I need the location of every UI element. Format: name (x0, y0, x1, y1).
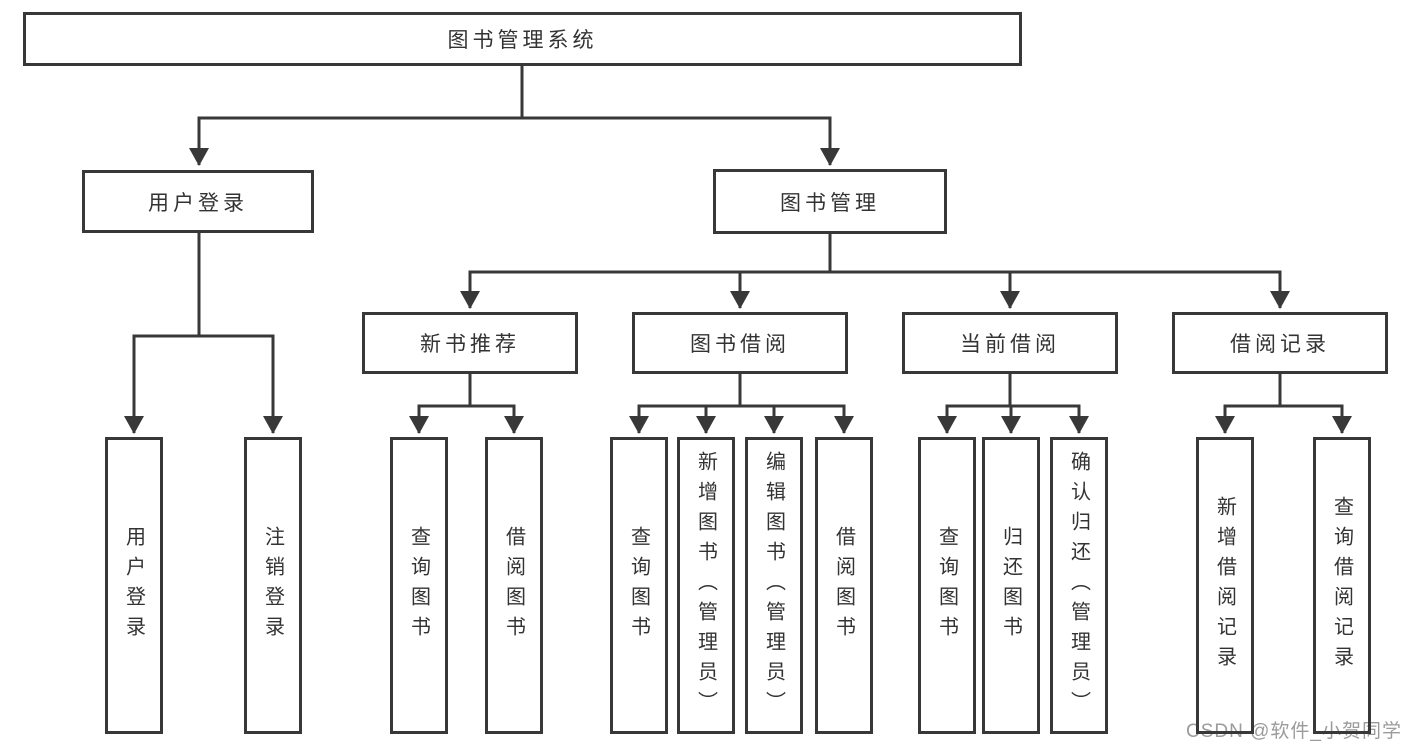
node-label: 当前借阅 (960, 333, 1060, 356)
leaf-label: 归还图书 (999, 525, 1022, 646)
node-label: 图书借阅 (690, 333, 790, 356)
node-current-borrowing: 当前借阅 (902, 312, 1118, 374)
csdn-watermark: CSDN @软件_小贺同学 (1186, 721, 1402, 742)
leaf-label: 查询图书 (407, 525, 430, 646)
leaf-label: 借阅图书 (832, 525, 855, 646)
node-label: 图书管理系统 (447, 29, 598, 52)
leaf-user-login: 用户登录 (105, 437, 163, 734)
leaf-logout: 注销登录 (244, 437, 302, 734)
node-book-borrowing: 图书借阅 (632, 312, 848, 374)
leaf-label: 确认归还（管理员） (1067, 450, 1090, 721)
leaf-edit-book-admin: 编辑图书（管理员） (745, 437, 803, 734)
node-label: 用户登录 (148, 191, 248, 215)
leaf-label: 查询借阅记录 (1330, 495, 1353, 676)
node-borrowing-records: 借阅记录 (1172, 312, 1388, 374)
node-new-book-recommendation: 新书推荐 (362, 312, 578, 374)
leaf-label: 用户登录 (122, 525, 145, 646)
arrow-lines (124, 118, 1352, 434)
node-label: 借阅记录 (1230, 333, 1330, 356)
leaf-search-books-recommend: 查询图书 (390, 437, 448, 734)
node-book-management: 图书管理 (713, 169, 947, 234)
leaf-return-books: 归还图书 (982, 437, 1040, 734)
node-library-management-system: 图书管理系统 (23, 12, 1022, 66)
leaf-label: 查询图书 (627, 525, 650, 646)
node-user-login: 用户登录 (82, 170, 314, 233)
leaf-add-book-admin: 新增图书（管理员） (677, 437, 735, 734)
trunk-lines (132, 64, 1344, 408)
leaf-borrow-books-recommend: 借阅图书 (485, 437, 543, 734)
leaf-label: 注销登录 (261, 525, 284, 646)
leaf-label: 新增图书（管理员） (694, 450, 717, 721)
leaf-search-books-borrowing: 查询图书 (610, 437, 668, 734)
node-label: 新书推荐 (420, 333, 520, 356)
node-label: 图书管理 (780, 191, 880, 215)
leaf-add-borrow-record: 新增借阅记录 (1196, 437, 1254, 734)
leaf-label: 查询图书 (935, 525, 958, 646)
leaf-label: 编辑图书（管理员） (762, 450, 785, 721)
leaf-borrow-books-borrowing: 借阅图书 (815, 437, 873, 734)
leaf-search-books-current: 查询图书 (918, 437, 976, 734)
leaf-confirm-return-admin: 确认归还（管理员） (1050, 437, 1108, 734)
leaf-search-borrow-record: 查询借阅记录 (1313, 437, 1371, 734)
leaf-label: 借阅图书 (502, 525, 525, 646)
leaf-label: 新增借阅记录 (1213, 495, 1236, 676)
